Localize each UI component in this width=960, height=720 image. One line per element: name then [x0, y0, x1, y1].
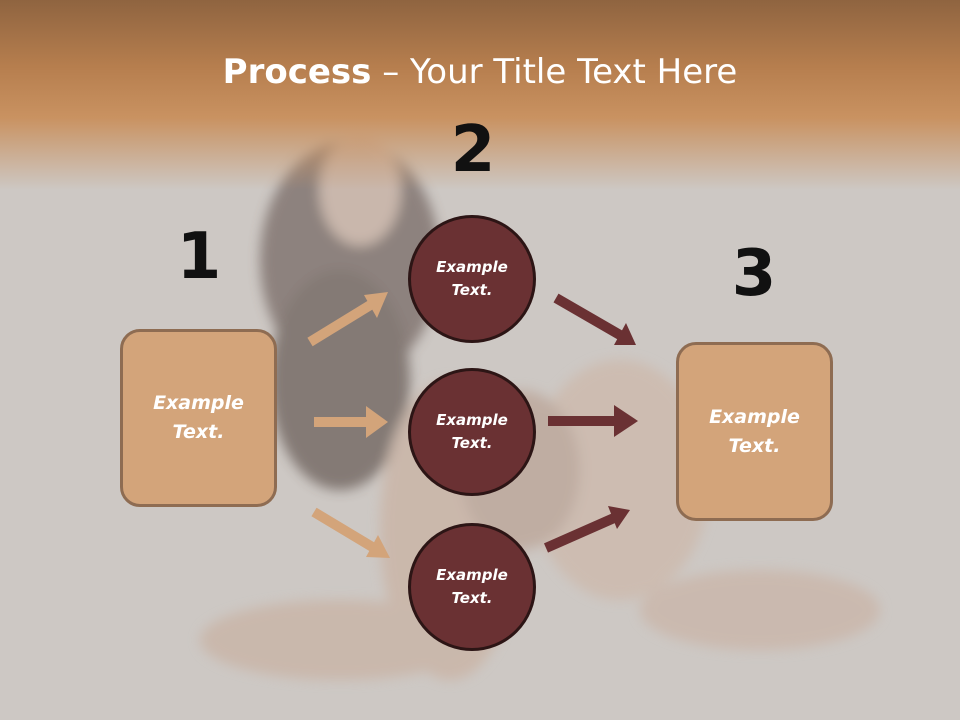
title-rest: Your Title Text Here: [410, 52, 738, 92]
header-band: [0, 0, 960, 190]
step-number-1: 1: [176, 220, 222, 294]
title-separator: –: [371, 52, 411, 92]
arrow-1-to-middle: [314, 406, 388, 438]
step-number-3: 3: [731, 237, 777, 311]
arrow-1-to-bottom: [311, 507, 390, 558]
title-bold: Process: [222, 52, 372, 92]
step-number-2: 2: [450, 113, 496, 187]
page-title: Process – Your Title Text Here: [0, 52, 960, 92]
arrow-bottom-to-3: [543, 506, 630, 553]
arrow-middle-to-3: [548, 405, 638, 437]
arrow-1-to-top: [307, 292, 388, 347]
arrow-top-to-3: [553, 293, 636, 345]
